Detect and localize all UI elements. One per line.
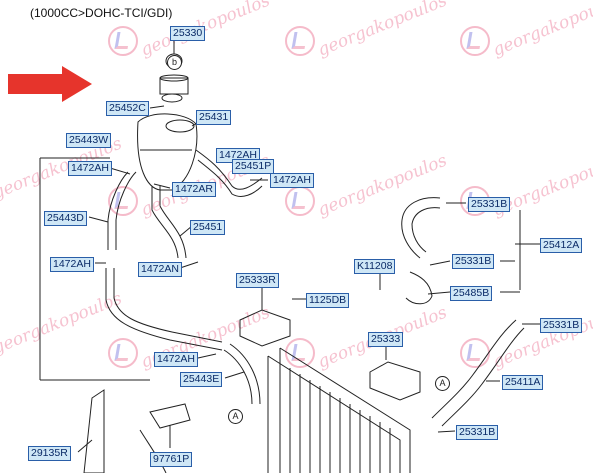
part-label-1472ah[interactable]: 1472AH	[68, 161, 112, 176]
engine-spec-header: (1000CC>DOHC-TCI/GDI)	[30, 6, 173, 20]
part-label-25443w[interactable]: 25443W	[66, 133, 112, 148]
part-label-1472ah[interactable]: 1472AH	[50, 257, 94, 272]
part-label-25485b[interactable]: 25485B	[450, 286, 493, 301]
part-label-25412a[interactable]: 25412A	[540, 238, 583, 253]
part-label-29135r[interactable]: 29135R	[28, 446, 71, 461]
part-label-25431[interactable]: 25431	[196, 110, 232, 125]
part-label-97761p[interactable]: 97761P	[150, 452, 193, 467]
part-label-1472ah[interactable]: 1472AH	[154, 352, 198, 367]
part-label-25331b[interactable]: 25331B	[540, 318, 583, 333]
part-label-25333r[interactable]: 25333R	[236, 273, 279, 288]
part-label-1125db[interactable]: 1125DB	[306, 293, 350, 308]
red-arrow-icon	[8, 66, 92, 102]
part-label-25331b[interactable]: 25331B	[456, 425, 499, 440]
part-label-25443d[interactable]: 25443D	[44, 211, 87, 226]
part-label-25330[interactable]: 25330	[170, 26, 206, 41]
part-label-25331b[interactable]: 25331B	[452, 254, 495, 269]
callout-a-marker: A	[228, 409, 243, 424]
part-label-1472ar[interactable]: 1472AR	[172, 182, 216, 197]
part-label-25452c[interactable]: 25452C	[106, 101, 149, 116]
part-label-25451[interactable]: 25451	[190, 220, 226, 235]
part-label-25451p[interactable]: 25451P	[232, 159, 275, 174]
part-label-1472an[interactable]: 1472AN	[138, 262, 182, 277]
callout-b-marker: b	[167, 55, 182, 70]
part-label-1472ah[interactable]: 1472AH	[270, 173, 314, 188]
part-label-25443e[interactable]: 25443E	[180, 372, 223, 387]
part-label-k11208[interactable]: K11208	[354, 259, 396, 274]
part-label-25331b[interactable]: 25331B	[468, 197, 511, 212]
callout-a-marker: A	[435, 376, 450, 391]
part-label-25333[interactable]: 25333	[368, 332, 404, 347]
part-label-25411a[interactable]: 25411A	[502, 375, 544, 390]
